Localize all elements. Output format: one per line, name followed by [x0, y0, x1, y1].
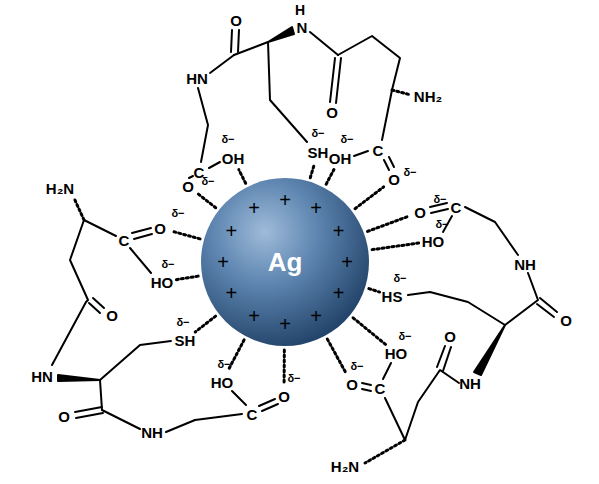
atom-label: C: [451, 200, 462, 215]
atom-label: C: [247, 407, 258, 422]
atom-label: HO: [151, 275, 174, 290]
positive-charge: +: [225, 283, 237, 303]
atom-label: HN: [31, 369, 53, 384]
atom-label: C: [373, 143, 384, 158]
atom-label: H₂N: [46, 181, 74, 196]
atom-label: O: [560, 313, 572, 328]
positive-charge: +: [217, 252, 229, 272]
coordination-bond: [198, 194, 215, 208]
atom-label: O: [230, 13, 242, 28]
positive-charge: +: [310, 306, 322, 326]
atom-label: C: [375, 381, 386, 396]
positive-charge: +: [333, 221, 345, 241]
coordination-bond: [283, 350, 286, 383]
partial-charge: δ−: [403, 167, 416, 178]
atom-label: O: [388, 172, 400, 187]
atom-label: SH: [308, 145, 329, 160]
coordination-bond: [369, 289, 380, 292]
atom-label: O: [154, 221, 166, 236]
atom-label: NH: [459, 376, 481, 391]
atom-label: O: [414, 205, 426, 220]
partial-charge: δ−: [161, 259, 174, 270]
atom-label: O: [182, 179, 194, 194]
atom-label: HO: [211, 375, 234, 390]
atom-label: O: [278, 389, 290, 404]
partial-charge: δ−: [201, 176, 214, 187]
coordination-bond: [368, 217, 408, 232]
partial-charge: δ−: [398, 331, 411, 342]
positive-charge: +: [333, 283, 345, 303]
partial-charge: δ−: [176, 317, 189, 328]
atom-label: O: [444, 329, 456, 344]
atom-label: O: [106, 308, 118, 323]
coordination-bond: [239, 170, 246, 184]
element-symbol: Ag: [268, 247, 303, 278]
atom-label: C: [119, 233, 130, 248]
atom-label: SH: [175, 333, 196, 348]
positive-charge: +: [279, 314, 291, 334]
atom-label: N: [297, 20, 308, 35]
positive-charge: +: [310, 198, 322, 218]
coordination-bond: [327, 339, 345, 372]
atom-label: HO: [385, 346, 408, 361]
positive-charge: +: [248, 306, 260, 326]
atom-label: H₂N: [331, 459, 359, 474]
atom-label: NH: [141, 425, 163, 440]
positive-charge: +: [225, 221, 237, 241]
partial-charge: δ−: [433, 194, 446, 205]
coordination-bond: [173, 231, 201, 238]
atom-label: O: [346, 377, 358, 392]
partial-charge: δ−: [221, 134, 234, 145]
atom-label: NH₂: [414, 89, 442, 104]
partial-charge: δ−: [287, 373, 300, 384]
coordination-bond: [353, 318, 386, 345]
partial-charge: δ−: [435, 219, 448, 230]
coordination-bond: [355, 187, 384, 209]
positive-charge: +: [341, 252, 353, 272]
coordination-bond: [195, 316, 215, 332]
coordination-bond: [326, 169, 334, 184]
atom-label: HS: [382, 289, 403, 304]
atom-label: H: [295, 3, 305, 17]
partial-charge: δ−: [393, 273, 406, 284]
atom-label: NH: [514, 257, 536, 272]
coordination-bond: [372, 243, 420, 250]
atom-label: O: [58, 409, 70, 424]
atom-label: OH: [329, 151, 352, 166]
atom-label: HN: [186, 71, 208, 86]
partial-charge: δ−: [340, 134, 353, 145]
positive-charge: +: [279, 190, 291, 210]
partial-charge: δ−: [217, 359, 230, 370]
partial-charge: δ−: [311, 128, 324, 139]
partial-charge: δ−: [171, 208, 184, 219]
coordination-bond: [310, 164, 314, 177]
coordination-bond: [175, 276, 198, 280]
atom-label: HO: [422, 234, 445, 249]
positive-charge: +: [248, 198, 260, 218]
atom-label: O: [326, 105, 338, 120]
partial-charge: δ−: [350, 361, 363, 372]
atom-label: OH: [222, 151, 245, 166]
